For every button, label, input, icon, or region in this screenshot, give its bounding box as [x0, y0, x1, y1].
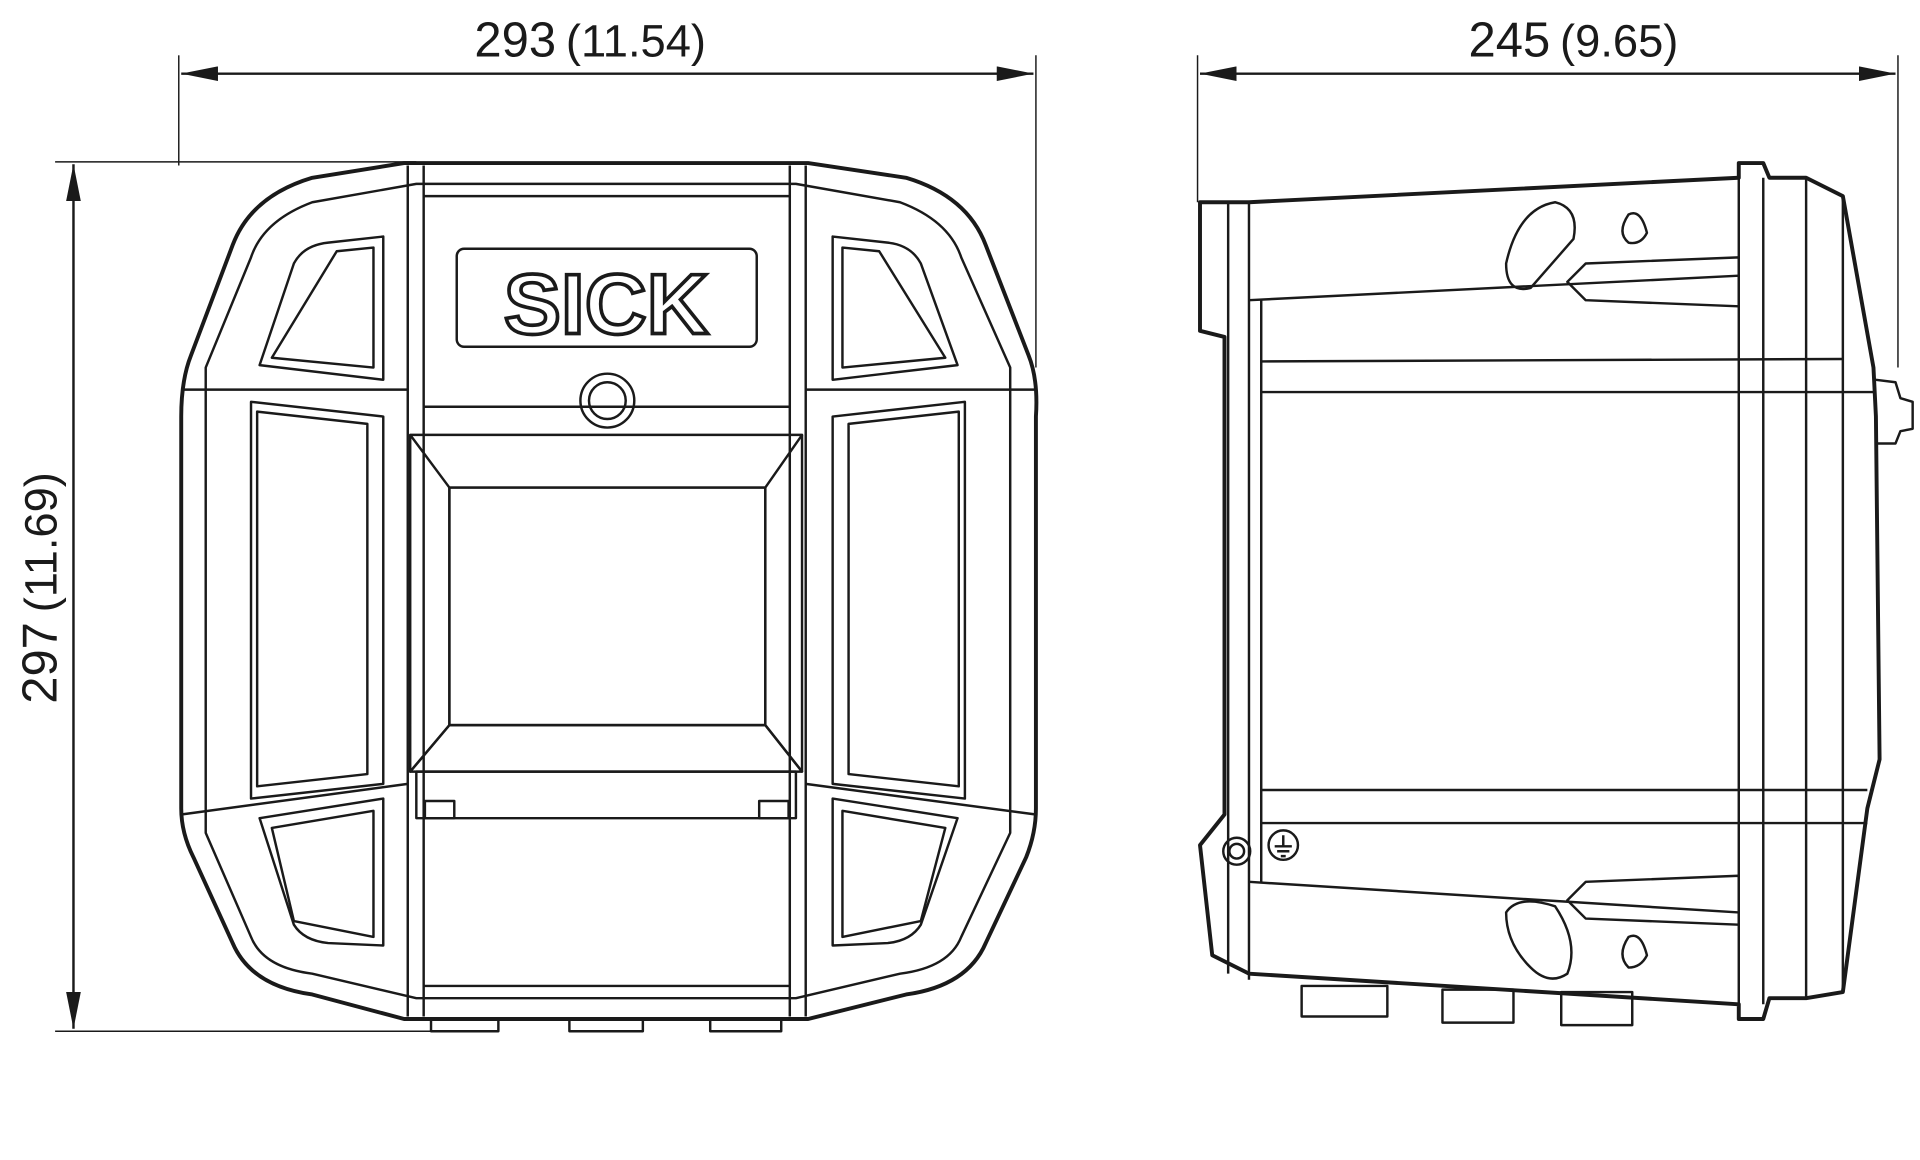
connector [568, 1017, 645, 1033]
height-inch: (11.69) [15, 472, 66, 612]
ground-symbol [1267, 829, 1300, 862]
connector [1560, 990, 1634, 1027]
svg-text:245(9.65): 245(9.65) [1469, 14, 1679, 68]
side-depth-value: 245 [1469, 14, 1551, 68]
connector [429, 1017, 500, 1033]
front-width-value: 293 [474, 14, 556, 68]
svg-text:293(11.54): 293(11.54) [474, 14, 706, 68]
connector [1300, 984, 1389, 1018]
dimension-side-depth: 245(9.65) [1196, 14, 1899, 368]
side-depth-inch: (9.65) [1560, 16, 1678, 67]
height-value: 297 [13, 622, 67, 704]
front-width-inch: (11.54) [566, 16, 706, 67]
connector [708, 1017, 783, 1033]
front-view: SICK [179, 161, 1039, 1033]
dimension-height: 297 (11.69) [13, 161, 441, 1032]
logo-plate [455, 247, 758, 348]
side-view [1198, 161, 1914, 1027]
status-indicator [579, 372, 636, 429]
connector [1441, 988, 1515, 1024]
dimension-front-width: 293(11.54) [178, 14, 1037, 368]
logo-text: SICK [504, 256, 709, 352]
ground-screw [1222, 836, 1252, 866]
svg-text:297(11.69): 297 (11.69) [13, 472, 67, 704]
